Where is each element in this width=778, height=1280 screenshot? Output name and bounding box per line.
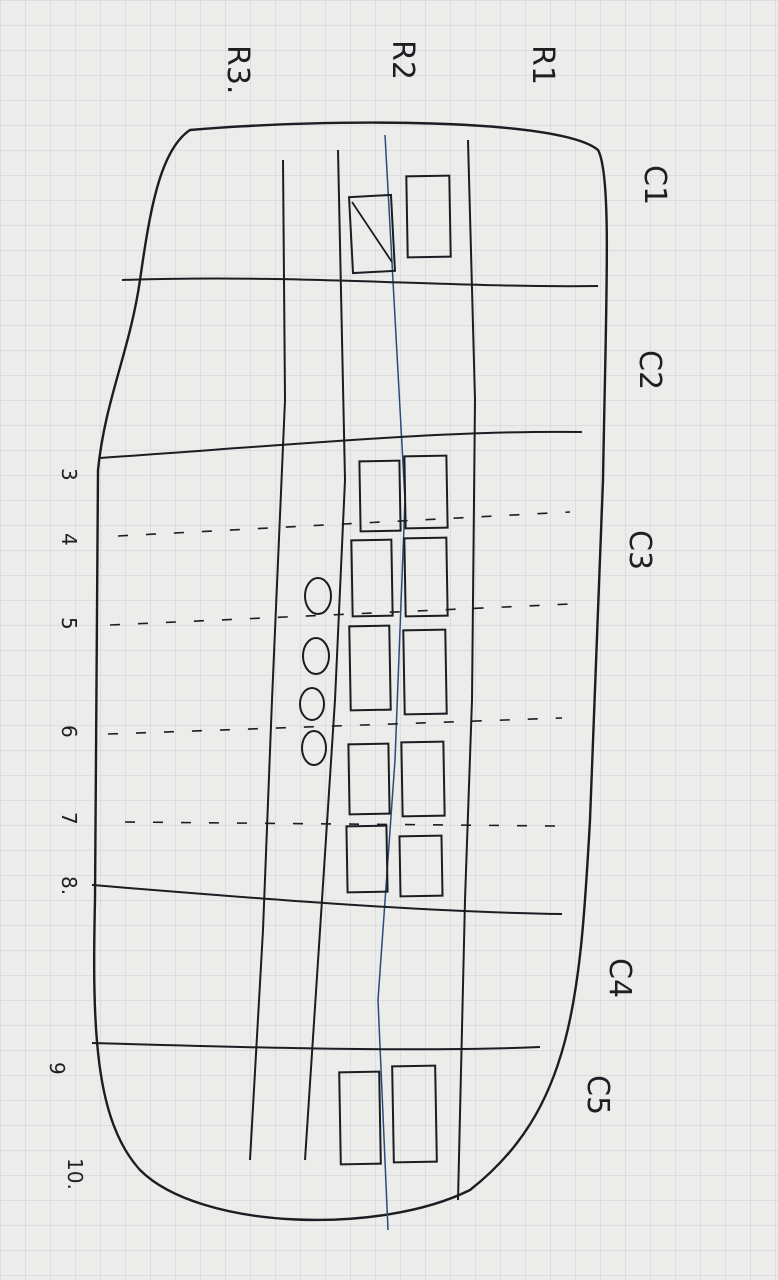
column-divider — [121, 277, 599, 288]
sketch-box — [347, 193, 397, 275]
row-line — [304, 149, 347, 1161]
sketch-slash — [351, 201, 393, 263]
line-number: 4 — [57, 533, 81, 546]
box-stack-left — [345, 459, 402, 894]
line-number: 8. — [57, 876, 81, 895]
line-numbers: 3 4 5 6 7 8. 9 10. — [45, 468, 87, 1190]
row-line — [457, 139, 477, 1201]
sketch-box — [338, 1070, 382, 1166]
outline-shape — [92, 121, 609, 1222]
column-label: C1 — [637, 165, 672, 205]
column-label: C3 — [622, 530, 657, 570]
sketch-box — [405, 174, 452, 259]
row-label: R3. — [220, 45, 255, 94]
line-number: 5 — [57, 617, 81, 630]
column-label: C4 — [602, 958, 637, 998]
line-number: 10. — [63, 1158, 87, 1190]
circle-markers — [299, 577, 332, 766]
column-labels: C1 C2 C3 C4 C5 — [580, 165, 672, 1115]
line-number: 6 — [57, 725, 81, 738]
row-line — [249, 159, 287, 1161]
column-divider — [91, 884, 563, 915]
column-label: C2 — [632, 350, 667, 390]
line-number: 9 — [45, 1062, 69, 1075]
column-divider — [91, 1042, 541, 1051]
line-number: 3 — [57, 468, 81, 481]
row-label: R1 — [525, 45, 560, 85]
column-divider — [99, 430, 583, 459]
box-stack-right — [398, 454, 449, 898]
line-number: 7 — [57, 812, 81, 825]
row-label: R2 — [385, 40, 420, 80]
sketch-box — [391, 1064, 438, 1164]
column-label: C5 — [580, 1075, 615, 1115]
row-labels: R1 R2 R3. — [220, 40, 560, 94]
row-line — [377, 134, 406, 1231]
dashed-guides — [107, 511, 571, 827]
